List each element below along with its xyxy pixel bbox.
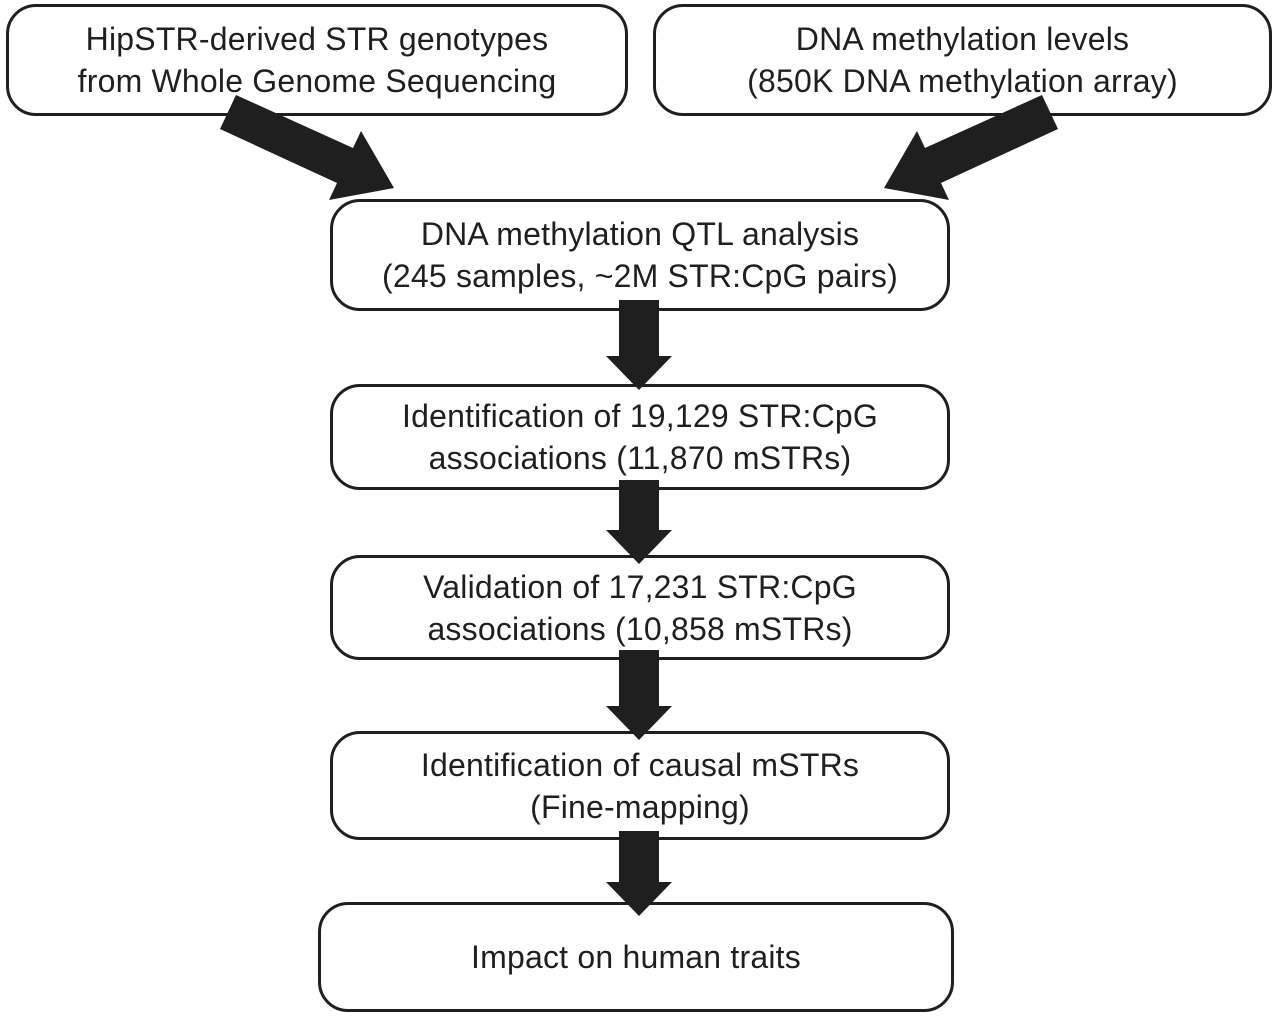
node-text-line: associations (11,870 mSTRs) xyxy=(428,440,852,476)
node-text-line: DNA methylation QTL analysis xyxy=(420,216,860,252)
node-text-line: DNA methylation levels xyxy=(795,21,1130,57)
node-text-line: Impact on human traits xyxy=(471,939,801,975)
node-text-line: associations (10,858 mSTRs) xyxy=(427,610,853,647)
node-text-line: (245 samples, ~2M STR:CpG pairs) xyxy=(382,258,898,294)
node-impact-human-traits: Impact on human traits xyxy=(318,902,954,1012)
node-text-line: Identification of causal mSTRs xyxy=(420,746,860,783)
arrow-identification-to-validation-icon xyxy=(606,480,672,564)
node-identification-associations: Identification of 19,129 STR:CpG associa… xyxy=(330,384,950,490)
node-text-line: Validation of 17,231 STR:CpG xyxy=(423,568,857,605)
node-str-genotypes: HipSTR-derived STR genotypes from Whole … xyxy=(6,4,628,116)
node-text-line: from Whole Genome Sequencing xyxy=(77,63,557,99)
node-text-line: (Fine-mapping) xyxy=(530,788,750,825)
node-causal-mstrs-finemapping: Identification of causal mSTRs (Fine-map… xyxy=(330,731,950,840)
node-validation-associations: Validation of 17,231 STR:CpG association… xyxy=(330,555,950,660)
node-mqtl-analysis: DNA methylation QTL analysis (245 sample… xyxy=(330,199,950,311)
node-text-line: HipSTR-derived STR genotypes xyxy=(85,21,549,57)
node-dna-methylation-levels: DNA methylation levels (850K DNA methyla… xyxy=(653,4,1272,116)
node-text-line: (850K DNA methylation array) xyxy=(747,63,1178,99)
arrow-validation-to-finemapping-icon xyxy=(606,650,672,740)
node-text-line: Identification of 19,129 STR:CpG xyxy=(402,398,878,434)
arrow-qtl-to-identification-icon xyxy=(606,300,672,390)
